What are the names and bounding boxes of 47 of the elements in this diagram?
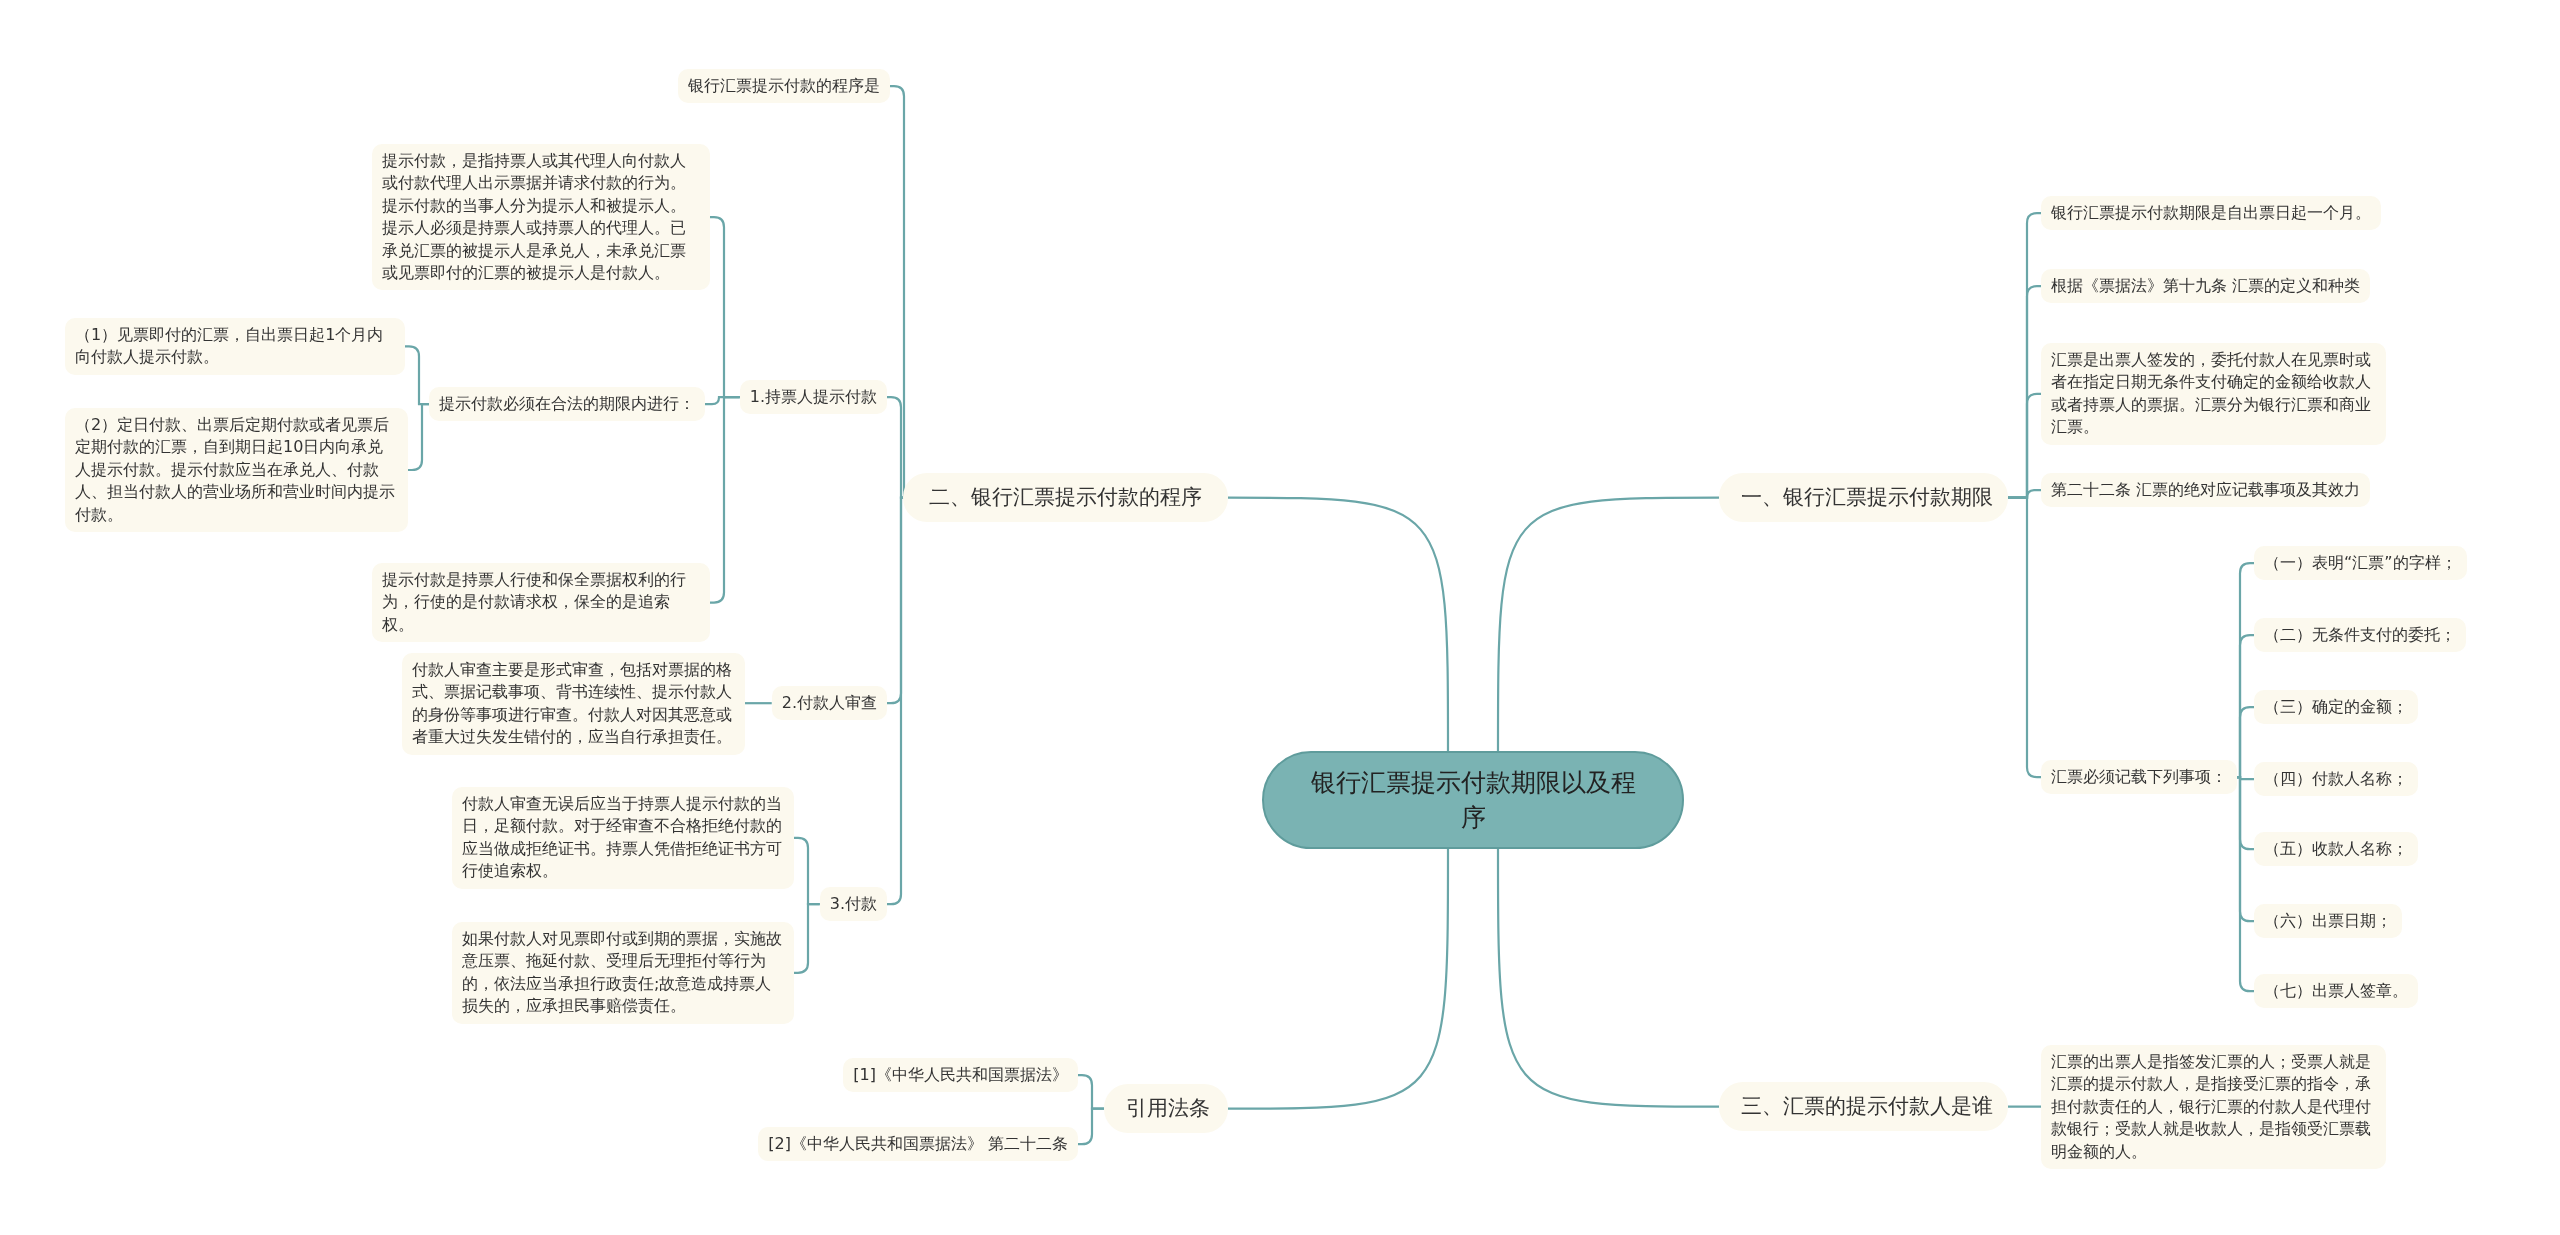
subtopic-node: （一）表明“汇票”的字样； xyxy=(2254,546,2467,581)
subtopic-node: （六）出票日期； xyxy=(2254,904,2402,939)
connector xyxy=(2008,496,2041,779)
connector xyxy=(1078,1107,1104,1146)
subtopic-node: （2）定日付款、出票后定期付款或者见票后定期付款的汇票，自到期日起10日内向承兑人提示付款。提示付款应当在承兑人、付款人、担当付款人的营业场所和营业时间内提示付款。 xyxy=(65,408,408,532)
subtopic-node: 付款人审查主要是形式审查，包括对票据的格式、票据记载事项、背书连续性、提示付款人的身份等事项进行审查。付款人对因其恶意或者重大过失发生错付的，应当自行承担责任。 xyxy=(402,653,745,755)
subtopic-node: （五）收款人名称； xyxy=(2254,832,2418,867)
subtopic-node: （二）无条件支付的委托； xyxy=(2254,618,2466,653)
subtopic-node: （七）出票人签章。 xyxy=(2254,974,2418,1009)
subtopic-node: 提示付款是持票人行使和保全票据权利的行为，行使的是付款请求权，保全的是追索权。 xyxy=(372,563,710,643)
connector xyxy=(887,496,904,906)
connector xyxy=(408,403,429,472)
subtopic-node: 3.付款 xyxy=(819,887,887,922)
connector xyxy=(1228,849,1450,1110)
topic-node: 引用法条 xyxy=(1104,1084,1228,1134)
subtopic-node: 汇票必须记载下列事项： xyxy=(2041,760,2237,795)
subtopic-node: 根据《票据法》第十九条 汇票的定义和种类 xyxy=(2041,269,2371,304)
connector xyxy=(1228,496,1450,751)
central-topic: 银行汇票提示付款期限以及程序 xyxy=(1262,751,1684,849)
subtopic-node: 银行汇票提示付款的程序是 xyxy=(678,69,890,104)
subtopic-node: 2.付款人审查 xyxy=(771,686,887,721)
topic-node: 一、银行汇票提示付款期限 xyxy=(1719,473,2008,523)
subtopic-node: 汇票是出票人签发的，委托付款人在见票时或者在指定日期无条件支付确定的金额给收款人或者持票人的票据。汇票分为银行汇票和商业汇票。 xyxy=(2041,343,2386,445)
connector xyxy=(2237,776,2254,993)
subtopic-node: （1）见票即付的汇票，自出票日起1个月内向付款人提示付款。 xyxy=(65,318,405,375)
subtopic-node: 银行汇票提示付款期限是自出票日起一个月。 xyxy=(2041,196,2381,231)
connector xyxy=(2237,706,2254,779)
subtopic-node: 提示付款，是指持票人或其代理人向付款人或付款代理人出示票据并请求付款的行为。提示付款的当事人分为提示人和被提示人。提示人必须是持票人或持票人的代理人。已承兑汇票的被提示人是承兑人，未承兑汇票或见票即付的汇票的被提示人是付款人。 xyxy=(372,144,710,291)
connector xyxy=(710,396,740,604)
subtopic-node: 提示付款必须在合法的期限内进行： xyxy=(429,387,705,422)
subtopic-node: （三）确定的金额； xyxy=(2254,690,2418,725)
subtopic-node: [2]《中华人民共和国票据法》 第二十二条 xyxy=(758,1127,1078,1162)
connector xyxy=(887,396,904,499)
connector xyxy=(2008,1105,2041,1108)
subtopic-node: 付款人审查无误后应当于持票人提示付款的当日，足额付款。对于经审查不合格拒绝付款的应当做成拒绝证书。持票人凭借拒绝证书方可行使追索权。 xyxy=(452,787,794,889)
subtopic-node: 第二十二条 汇票的绝对应记载事项及其效力 xyxy=(2041,473,2371,508)
connector xyxy=(745,702,772,705)
topic-node: 三、汇票的提示付款人是谁 xyxy=(1719,1082,2008,1132)
subtopic-node: [1]《中华人民共和国票据法》 xyxy=(843,1058,1078,1093)
subtopic-node: 1.持票人提示付款 xyxy=(739,380,887,415)
topic-node: 二、银行汇票提示付款的程序 xyxy=(903,473,1228,523)
connector xyxy=(1496,849,1719,1108)
subtopic-node: 如果付款人对见票即付或到期的票据，实施故意压票、拖延付款、受理后无理拒付等行为的，依法应当承担行政责任;故意造成持票人损失的，应承担民事赔偿责任。 xyxy=(452,922,794,1024)
subtopic-node: 汇票的出票人是指签发汇票的人；受票人就是汇票的提示付款人，是指接受汇票的指令，承担付款责任的人，银行汇票的付款人是代理付款银行；受款人就是收款人，是指领受汇票载明金额的人。 xyxy=(2041,1045,2386,1169)
connector xyxy=(1496,496,1719,751)
connector xyxy=(794,903,820,974)
subtopic-node: （四）付款人名称； xyxy=(2254,762,2418,797)
